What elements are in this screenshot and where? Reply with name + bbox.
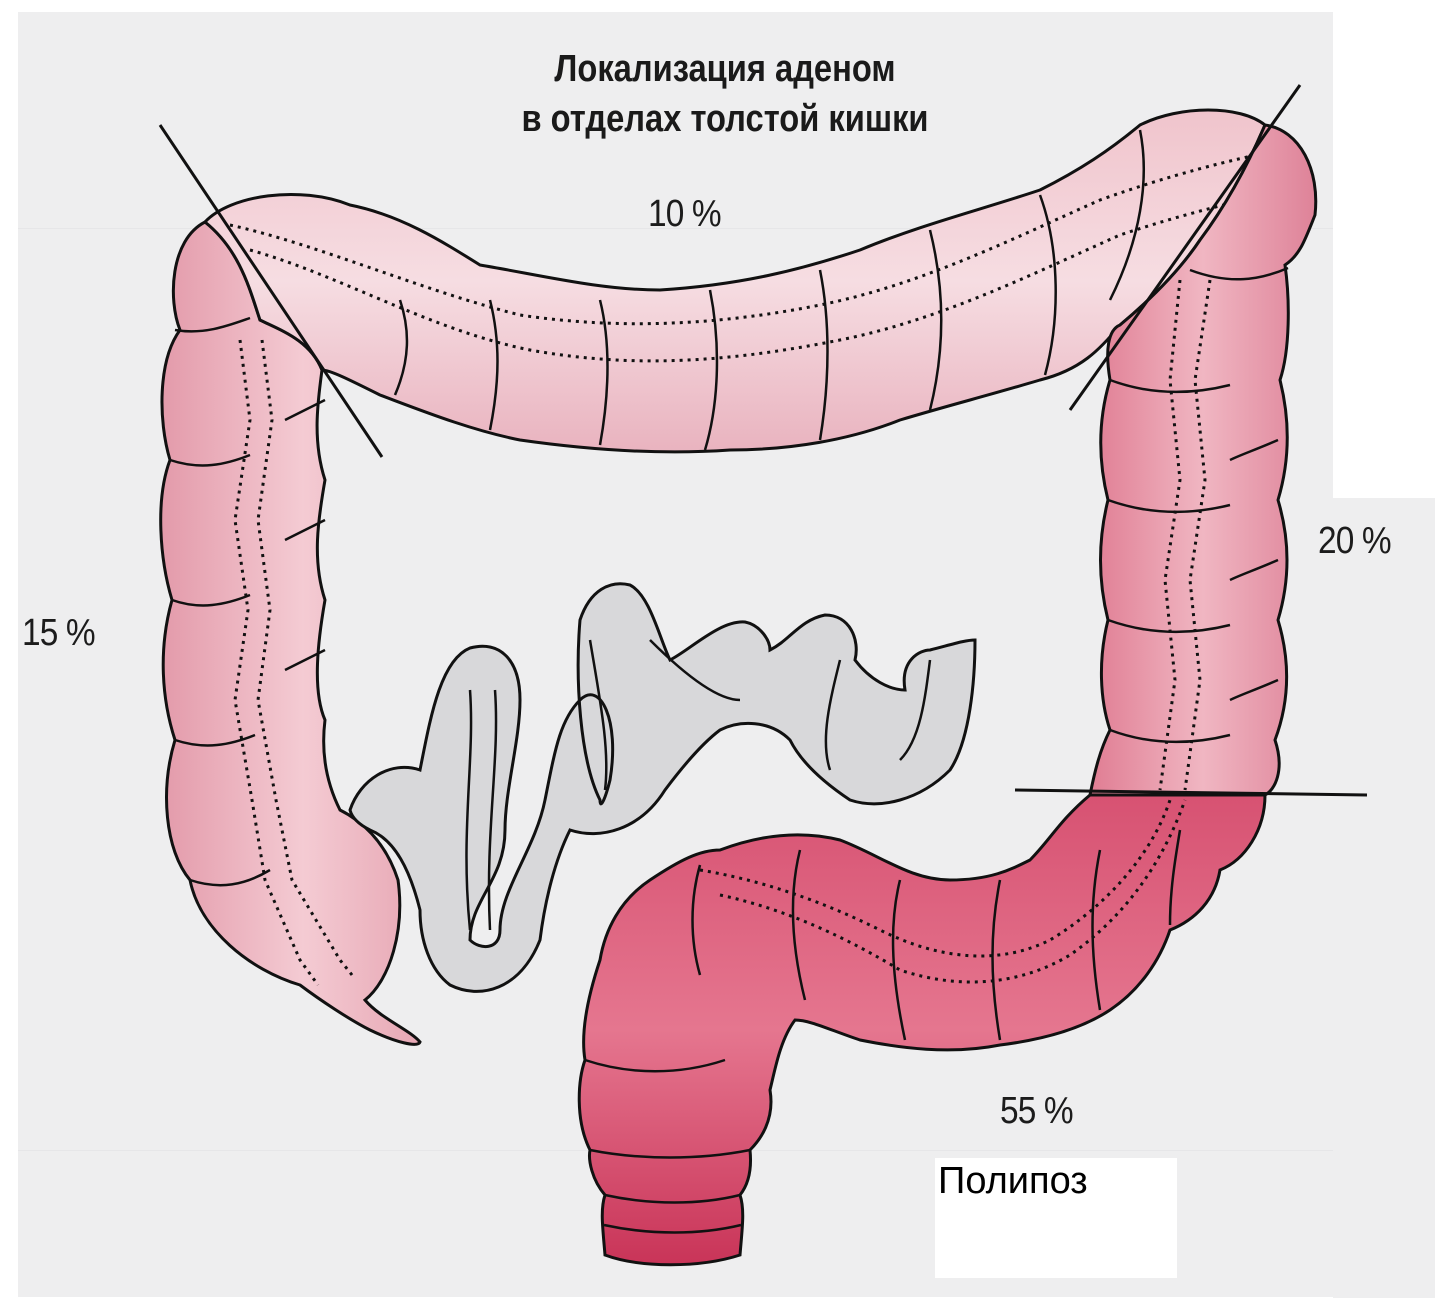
caption-polyposis: Полипоз [938, 1160, 1088, 1203]
title-line-1: Локализация аденом [446, 44, 1005, 94]
label-sigmoid-percent: 55 % [1000, 1090, 1073, 1133]
title-line-2: в отделах толстой кишки [446, 94, 1005, 144]
label-transverse-percent: 10 % [648, 193, 721, 236]
label-descending-percent: 20 % [1318, 520, 1391, 563]
diagram-title: Локализация аденом в отделах толстой киш… [446, 44, 1005, 144]
label-ascending-percent: 15 % [22, 612, 95, 655]
